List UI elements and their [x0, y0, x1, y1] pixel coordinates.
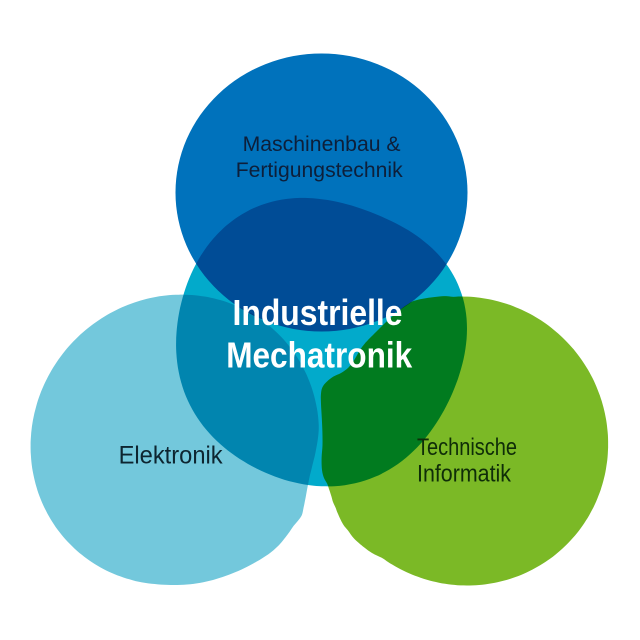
svg-text:Informatik: Informatik — [417, 460, 512, 487]
svg-text:Elektronik: Elektronik — [119, 441, 223, 469]
svg-text:Technische: Technische — [417, 434, 517, 461]
svg-text:Industrielle: Industrielle — [233, 292, 403, 333]
svg-text:Fertigungstechnik: Fertigungstechnik — [236, 158, 403, 182]
svg-text:Maschinenbau &: Maschinenbau & — [243, 132, 401, 156]
svg-text:Mechatronik: Mechatronik — [226, 335, 413, 376]
